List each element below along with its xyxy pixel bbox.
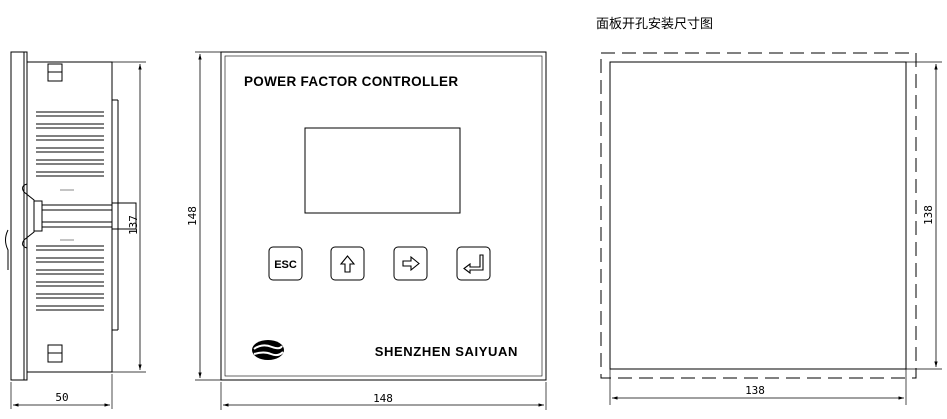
dim-side-height: 137: [127, 215, 140, 235]
enter-button[interactable]: [456, 246, 491, 281]
up-button[interactable]: [330, 246, 365, 281]
right-arrow-icon: [402, 255, 420, 272]
dim-side-depth: 50: [55, 391, 68, 404]
cutout-title: 面板开孔安装尺寸图: [596, 17, 713, 32]
enter-return-icon: [463, 254, 484, 275]
front-panel-outline: [220, 51, 547, 381]
side-body: [27, 61, 113, 373]
side-bezel: [10, 51, 28, 381]
mounting-clamp: [5, 183, 137, 270]
cutout-dashed-outline: [600, 52, 917, 379]
up-arrow-icon: [339, 255, 356, 273]
side-vents-upper: [36, 111, 104, 177]
panel-title: POWER FACTOR CONTROLLER: [244, 74, 458, 89]
side-view: [5, 51, 146, 409]
esc-button-label: ESC: [274, 259, 297, 271]
dim-front-height: 148: [186, 206, 199, 226]
lcd-display: [304, 127, 461, 214]
manufacturer-name: SHENZHEN SAIYUAN: [375, 344, 518, 359]
cutout-view: [600, 52, 942, 405]
cutout-inner-panel: [609, 61, 907, 370]
saiyuan-logo: [252, 340, 284, 360]
dim-front-width: 148: [373, 392, 393, 405]
front-view: [195, 51, 547, 410]
right-button[interactable]: [393, 246, 428, 281]
dim-cutout-height: 138: [922, 205, 935, 225]
front-panel-inner: [224, 55, 543, 377]
dim-cutout-width: 138: [745, 384, 765, 397]
esc-button[interactable]: [268, 246, 303, 281]
side-vents-lower: [36, 245, 104, 311]
